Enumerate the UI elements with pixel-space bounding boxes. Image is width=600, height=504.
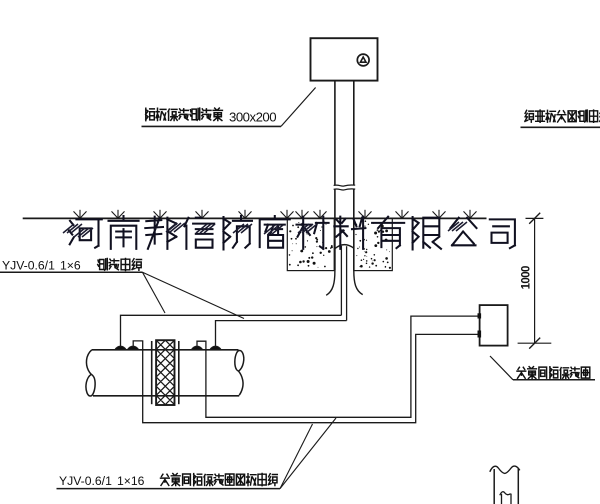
svg-text:300x200: 300x200 <box>229 110 276 125</box>
svg-text:1000: 1000 <box>520 266 532 289</box>
svg-text:1×6: 1×6 <box>60 259 81 273</box>
svg-text:YJV-0.6/1: YJV-0.6/1 <box>59 474 112 488</box>
svg-text:1×16: 1×16 <box>117 474 145 488</box>
svg-text:YJV-0.6/1: YJV-0.6/1 <box>2 259 55 273</box>
